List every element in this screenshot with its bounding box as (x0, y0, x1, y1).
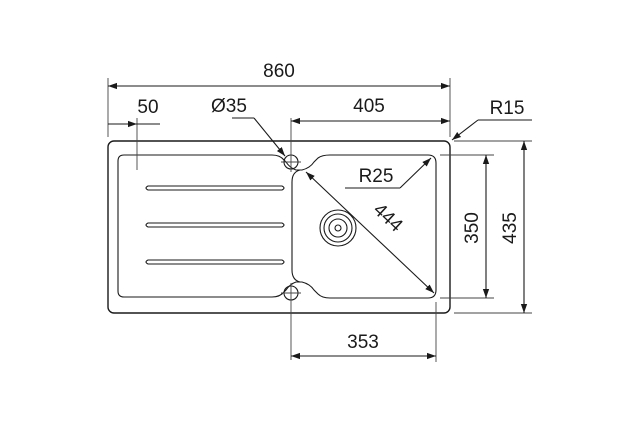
dim-line-bowl-diagonal (305, 171, 435, 294)
dim-drainer-offset: 50 (137, 97, 158, 118)
dim-bowl-depth: 350 (462, 212, 483, 244)
dim-overall-depth: 435 (500, 212, 521, 244)
dim-tap-hole: Ø35 (211, 96, 247, 117)
dim-outer-radius: R15 (490, 98, 525, 119)
dim-bowl-width-top: 405 (353, 96, 385, 117)
leader-bowl-radius (399, 157, 432, 189)
leader-outer-radius (451, 119, 479, 141)
drainer-grooves (145, 185, 285, 265)
sink-inner-contour (117, 154, 437, 299)
bowl-separator (291, 169, 301, 283)
drainer-groove (145, 185, 285, 191)
dim-bowl-width-bottom: 353 (347, 332, 379, 353)
drainer-groove (145, 259, 285, 265)
dim-bowl-diagonal: 444 (369, 199, 407, 236)
leader-tap-hole (253, 117, 286, 157)
drainer-groove (145, 222, 285, 228)
dim-overall-width: 860 (263, 61, 295, 82)
sink-outline (107, 140, 451, 314)
drain-strainer (319, 209, 357, 247)
dim-bowl-radius: R25 (359, 166, 394, 187)
